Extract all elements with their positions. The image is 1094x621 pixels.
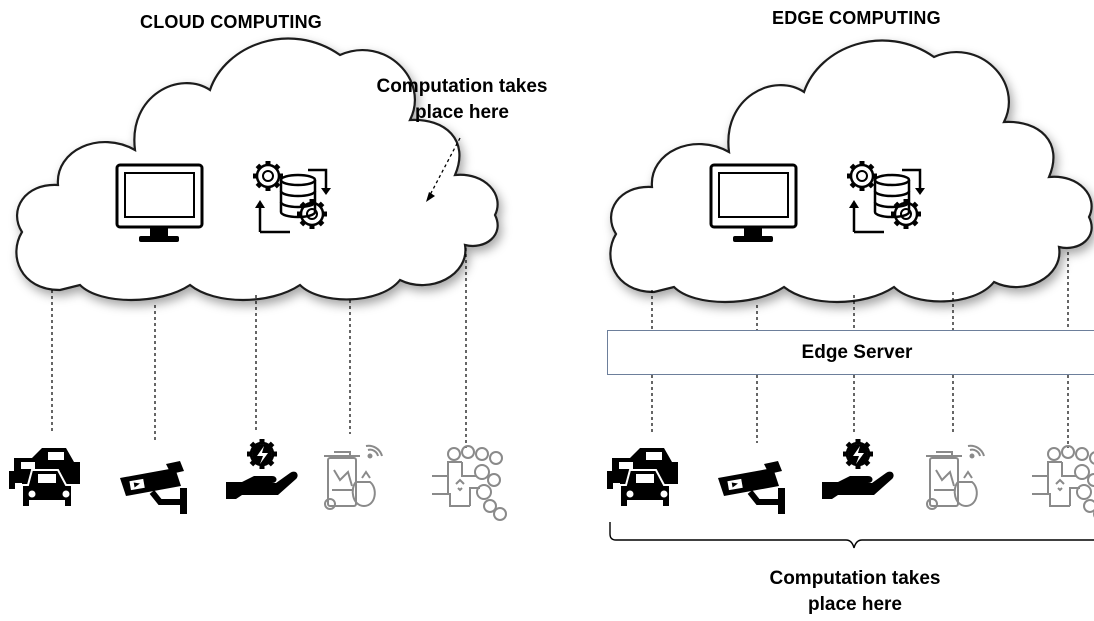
devices-brace (609, 522, 1094, 549)
connector-lines-left (51, 248, 467, 448)
connector-lines-right (651, 252, 1069, 448)
annotation-line-1: Computation takes (376, 76, 548, 97)
annotation-line-2: place here (808, 594, 902, 615)
smart-bin-icon (925, 444, 985, 510)
cloud-computing-title: CLOUD COMPUTING (140, 12, 322, 32)
cars-icon (8, 447, 81, 508)
surveillance-camera-icon (120, 461, 187, 514)
edge-computing-title: EDGE COMPUTING (772, 8, 941, 28)
edge-server-box (607, 330, 1094, 375)
annotation-line-1: Computation takes (769, 568, 941, 589)
surveillance-camera-icon (718, 461, 785, 514)
annotation-line-2: place here (415, 102, 509, 123)
energy-hand-icon (226, 439, 298, 499)
smart-city-map-icon (1031, 445, 1094, 521)
smart-bin-icon (323, 444, 383, 510)
energy-hand-icon (822, 439, 894, 499)
cars-icon (606, 447, 679, 508)
edge-annotation: Computation takes place here (742, 566, 968, 618)
cloud-annotation: Computation takes place here (352, 74, 572, 126)
smart-city-map-icon (431, 445, 507, 521)
edge-server-label: Edge Server (801, 342, 913, 363)
annotation-arrow (426, 137, 461, 202)
